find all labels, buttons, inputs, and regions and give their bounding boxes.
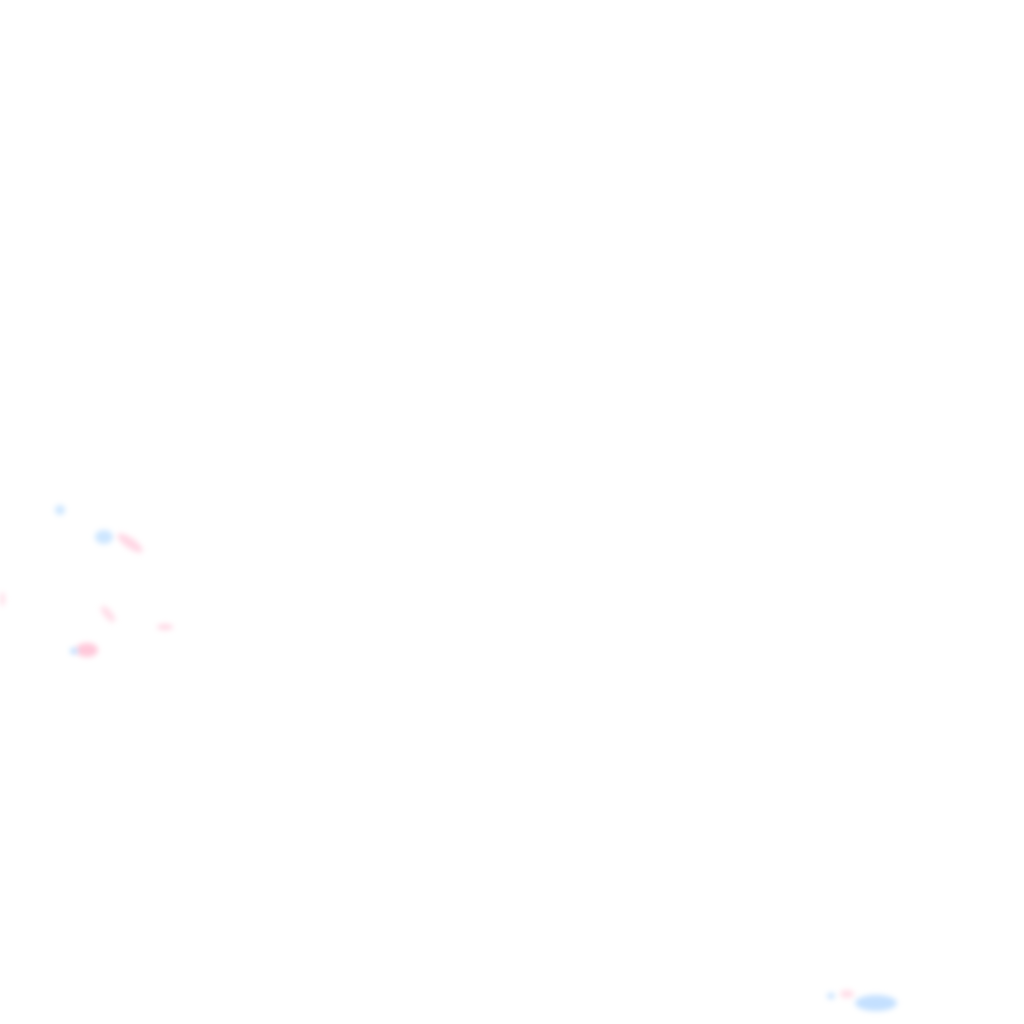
faint-pink-spot bbox=[76, 643, 98, 657]
faint-pink-spot bbox=[840, 990, 854, 998]
faint-pink-spot bbox=[0, 592, 5, 606]
faint-pink-spot bbox=[157, 624, 173, 630]
faint-blue-spot bbox=[827, 993, 835, 999]
faint-blue-spot bbox=[95, 530, 113, 544]
faint-blue-spot bbox=[70, 648, 78, 654]
faint-pink-streak bbox=[98, 603, 118, 625]
faint-blue-spot bbox=[55, 505, 65, 515]
faint-blue-cluster bbox=[855, 995, 897, 1011]
faint-pink-streak bbox=[114, 530, 146, 556]
